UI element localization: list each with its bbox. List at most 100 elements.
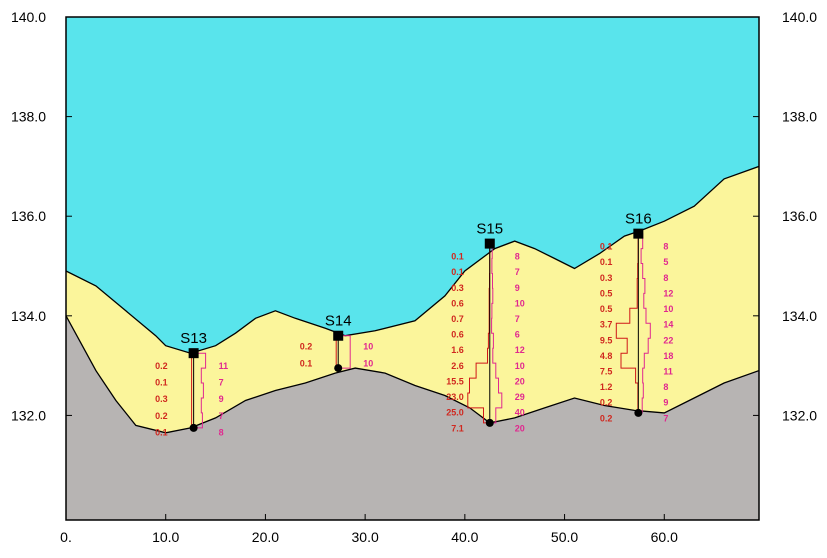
y-tick-label-left: 136.0 — [11, 208, 46, 224]
left-value-label: 0.2 — [155, 411, 168, 421]
right-value-label: 7 — [219, 411, 224, 421]
left-value-label: 0.1 — [600, 257, 613, 267]
left-value-label: 0.2 — [300, 342, 313, 352]
left-value-label: 0.1 — [451, 267, 464, 277]
station-label: S14 — [325, 313, 352, 330]
right-value-label: 6 — [515, 330, 520, 340]
right-value-label: 20 — [515, 376, 525, 386]
profile-right — [638, 233, 651, 414]
core-bottom-marker — [334, 364, 343, 373]
right-value-label: 10 — [663, 304, 673, 314]
profile-right — [489, 243, 503, 424]
left-value-label: 23.0 — [446, 392, 464, 402]
left-value-label: 0.1 — [155, 427, 168, 437]
y-tick-label-right: 138.0 — [782, 109, 817, 125]
station-s15: S150.10.10.30.60.70.61.62.615.523.025.07… — [446, 221, 525, 434]
left-value-label: 25.0 — [446, 408, 464, 418]
core-top-marker — [484, 238, 495, 249]
right-value-label: 7 — [663, 413, 668, 423]
left-value-label: 15.5 — [446, 376, 464, 386]
left-value-label: 0.7 — [451, 314, 464, 324]
left-value-label: 0.5 — [600, 304, 613, 314]
x-tick-label: 10.0 — [152, 529, 179, 545]
left-value-label: 0.2 — [600, 398, 613, 408]
core-bottom-marker — [485, 418, 494, 427]
right-value-label: 8 — [663, 273, 668, 283]
right-value-label: 20 — [515, 423, 525, 433]
right-value-label: 7 — [515, 314, 520, 324]
y-tick-label-right: 134.0 — [782, 308, 817, 324]
core-top-marker — [633, 228, 644, 239]
left-value-label: 0.3 — [451, 283, 464, 293]
bedrock-top-line — [66, 315, 759, 434]
profile-right — [193, 352, 207, 429]
right-value-label: 18 — [663, 351, 673, 361]
right-value-label: 29 — [515, 392, 525, 402]
y-tick-label-left: 132.0 — [11, 407, 46, 423]
stations: S130.20.10.30.20.1117978S140.20.11010S15… — [155, 211, 673, 438]
station-s14: S14 0.2 0.1 10 10 — [300, 313, 373, 373]
left-value-label: 0.3 — [155, 394, 168, 404]
x-tick-label: 0. — [60, 529, 72, 545]
station-label: S13 — [180, 330, 207, 347]
y-tick-label-left: 140.0 — [11, 9, 46, 25]
left-value-label: 0.2 — [155, 361, 168, 371]
left-value-label: 0.5 — [600, 288, 613, 298]
y-tick-label-right: 140.0 — [782, 9, 817, 25]
x-tick-label: 40.0 — [451, 529, 478, 545]
left-value-label: 0.1 — [300, 359, 313, 369]
right-value-label: 8 — [663, 242, 668, 252]
y-tick-label-right: 132.0 — [782, 407, 817, 423]
left-value-label: 2.6 — [451, 361, 464, 371]
profile-left — [615, 233, 639, 414]
right-value-label: 5 — [663, 257, 668, 267]
left-value-label: 0.2 — [600, 413, 613, 423]
right-value-label: 12 — [663, 288, 673, 298]
plot-frame — [65, 16, 760, 521]
right-value-label: 11 — [663, 366, 673, 376]
sediment-top-line — [66, 165, 759, 354]
left-value-label: 9.5 — [600, 335, 613, 345]
core-top-marker — [188, 348, 199, 359]
left-value-label: 0.1 — [451, 252, 464, 262]
x-tick-label: 30.0 — [352, 529, 379, 545]
left-value-label: 0.3 — [600, 273, 613, 283]
right-value-label: 9 — [219, 394, 224, 404]
right-value-label: 8 — [219, 427, 224, 437]
left-value-label: 7.1 — [451, 423, 464, 433]
left-value-label: 0.6 — [451, 330, 464, 340]
station-s13: S13 0.2 0.1 0.3 0.2 0.1 11 7 9 7 8 — [155, 330, 228, 437]
right-value-label: 10 — [363, 342, 373, 352]
right-value-label: 40 — [515, 408, 525, 418]
left-value-label: 4.8 — [600, 351, 613, 361]
left-value-label: 0.1 — [600, 242, 613, 252]
right-value-label: 10 — [515, 298, 525, 308]
bedrock-layer — [66, 315, 759, 520]
y-tick-label-left: 134.0 — [11, 308, 46, 324]
right-value-label: 8 — [515, 252, 520, 262]
left-value-label: 1.6 — [451, 345, 464, 355]
right-value-label: 8 — [663, 382, 668, 392]
right-value-label: 9 — [663, 398, 668, 408]
station-s16: S16 0.1 0.1 0.3 0.5 0.5 3.7 9.5 4.8 7.5 1.2 0.2 0.2 8… — [600, 211, 674, 424]
left-value-label: 1.2 — [600, 382, 613, 392]
core-bottom-marker — [189, 423, 198, 432]
y-tick-label-right: 136.0 — [782, 208, 817, 224]
right-value-label: 10 — [363, 359, 373, 369]
right-value-label: 12 — [515, 345, 525, 355]
left-value-label: 7.5 — [600, 366, 613, 376]
right-value-label: 11 — [219, 361, 229, 371]
right-value-label: 22 — [663, 335, 673, 345]
x-tick-label: 50.0 — [551, 529, 578, 545]
x-tick-label: 20.0 — [252, 529, 279, 545]
station-label: S16 — [625, 211, 652, 228]
left-value-label: 3.7 — [600, 320, 613, 330]
y-tick-label-left: 138.0 — [11, 109, 46, 125]
left-value-label: 0.1 — [155, 378, 168, 388]
right-value-label: 7 — [515, 267, 520, 277]
right-value-label: 7 — [219, 378, 224, 388]
profile-right — [338, 335, 351, 369]
